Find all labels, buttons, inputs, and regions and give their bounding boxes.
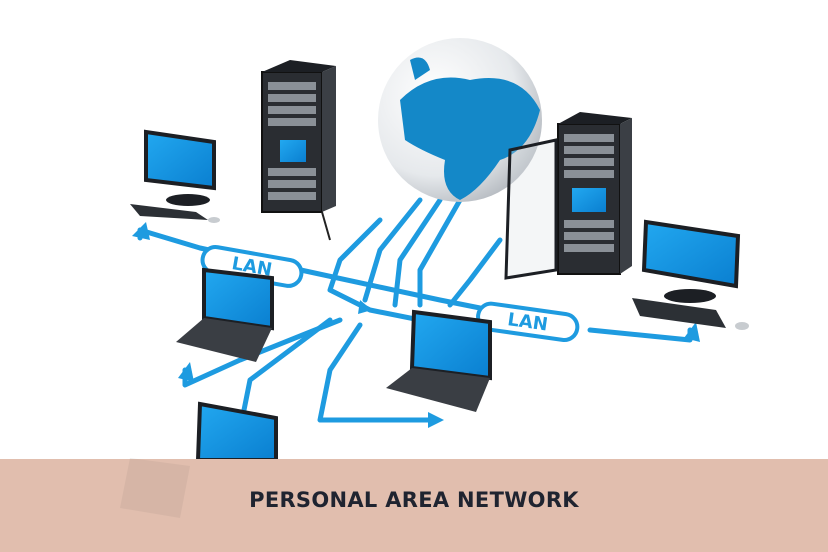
laptop-3-icon — [195, 401, 278, 460]
laptop-2-icon — [386, 309, 492, 412]
arrow-heads — [132, 222, 700, 428]
lan-label-right: LAN — [476, 301, 580, 342]
server-rack-right-icon — [504, 112, 632, 280]
network-illustration: LAN LAN — [130, 38, 749, 460]
server-rack-left-icon — [261, 60, 336, 241]
desktop-right-icon — [632, 219, 749, 330]
laptop-reflection-icon — [120, 458, 190, 518]
caption-banner — [0, 459, 828, 552]
caption-title: PERSONAL AREA NETWORK — [249, 488, 579, 512]
laptop-1-icon — [176, 267, 274, 362]
desktop-left-icon — [130, 129, 220, 223]
globe-icon — [378, 38, 542, 202]
